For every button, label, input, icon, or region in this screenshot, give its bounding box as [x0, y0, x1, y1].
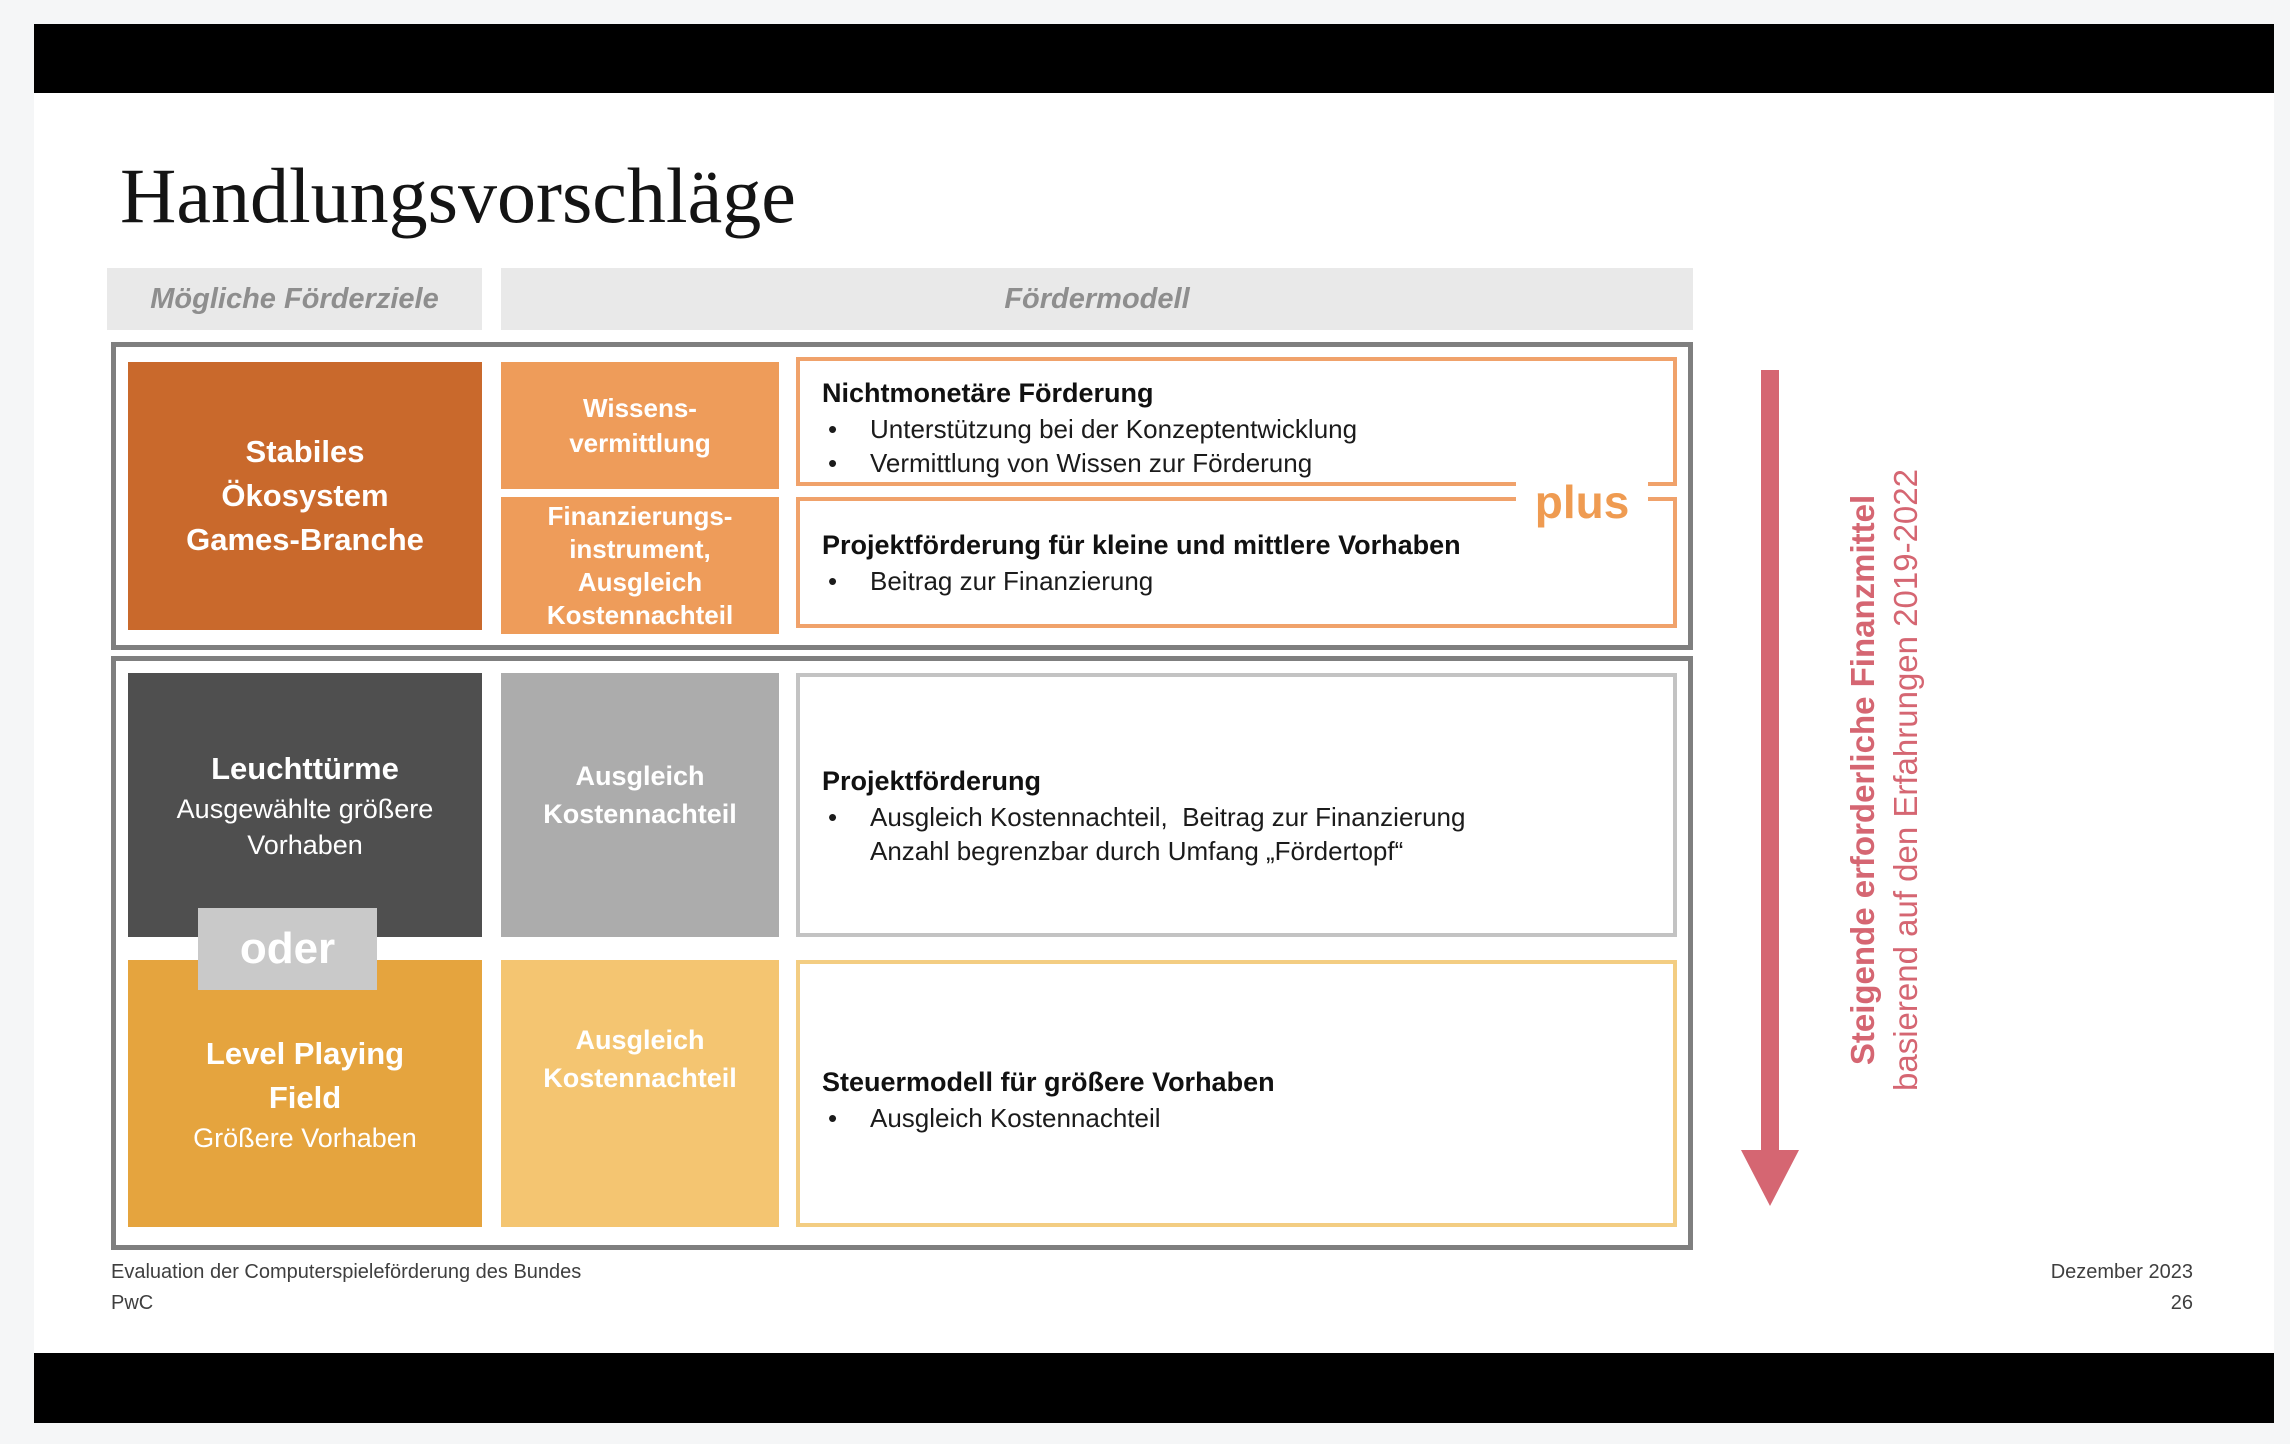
- instrument-box-ausgleich-kostennachteil-yellow: Ausgleich Kostennachteil: [501, 960, 779, 1227]
- instrument-line: instrument,: [569, 533, 711, 564]
- instrument-box-finanzierungsinstrument: Finanzierungs- instrument, Ausgleich Kos…: [501, 497, 779, 634]
- bullet-text: Ausgleich Kostennachteil: [870, 1103, 1161, 1133]
- bullet-icon: •: [828, 802, 838, 832]
- model-box-heading: Steuermodell für größere Vorhaben: [822, 1067, 1275, 1097]
- model-box-projektfoerderung: Projektförderung • Ausgleich Kostennacht…: [796, 673, 1677, 937]
- bullet-icon: •: [828, 448, 838, 478]
- footer-right: Dezember 2023 26: [1893, 1257, 2193, 1319]
- model-box-heading: Nichtmonetäre Förderung: [822, 378, 1154, 408]
- bullet-text: Vermittlung von Wissen zur Förderung: [870, 448, 1313, 478]
- instrument-line: Ausgleich: [575, 1024, 705, 1055]
- side-annotation-line2: basierend auf den Erfahrungen 2019-2022: [1887, 469, 1924, 1091]
- goal-title-line: Field: [268, 1079, 342, 1115]
- bullet-text: Anzahl begrenzbar durch Umfang „Förderto…: [870, 836, 1404, 866]
- side-annotation: Steigende erforderliche Finanzmittel bas…: [1840, 430, 1928, 1130]
- instrument-line: Ausgleich: [577, 566, 703, 597]
- instrument-line: Kostennachteil: [543, 1062, 737, 1093]
- trend-arrow-shaft: [1761, 370, 1779, 1152]
- column-header-foerderziele-label: Mögliche Förderziele: [150, 282, 439, 315]
- goal-subtitle-line: Ausgewählte größere: [176, 794, 434, 824]
- goal-title: Leuchttürme: [211, 751, 399, 786]
- bullet-row: • Beitrag zur Finanzierung: [822, 564, 1653, 598]
- instrument-line: Wissens-: [583, 392, 697, 423]
- goal-box-stabiles-oekosystem: Stabiles Ökosystem Games-Branche: [128, 362, 482, 630]
- bullet-row: • Unterstützung bei der Konzeptentwicklu…: [822, 412, 1653, 446]
- bullet-row: • Vermittlung von Wissen zur Förderung: [822, 446, 1653, 480]
- bullet-icon: •: [828, 414, 838, 444]
- footer-document-title: Evaluation der Computerspieleförderung d…: [111, 1261, 582, 1283]
- goal-title-line: Level Playing: [205, 1035, 405, 1071]
- plus-connector: plus: [1516, 472, 1648, 532]
- footer-date: Dezember 2023: [2050, 1261, 2193, 1283]
- trend-arrow-head: [1741, 1150, 1799, 1206]
- instrument-line: Ausgleich: [575, 761, 705, 791]
- bullet-text: Beitrag zur Finanzierung: [870, 566, 1154, 596]
- goal-box-leuchttuerme: Leuchttürme Ausgewählte größere Vorhaben: [128, 673, 482, 937]
- model-box-heading: Projektförderung: [822, 766, 1042, 796]
- instrument-box-ausgleich-kostennachteil-gray: Ausgleich Kostennachteil: [501, 673, 779, 937]
- bullet-row: • Ausgleich Kostennachteil: [822, 1101, 1653, 1135]
- footer-page-number: 26: [2170, 1292, 2193, 1314]
- side-annotation-line1: Steigende erforderliche Finanzmittel: [1844, 494, 1881, 1066]
- instrument-line: Kostennachteil: [546, 599, 734, 630]
- instrument-line: vermittlung: [569, 427, 711, 458]
- goal-line: Ökosystem: [221, 478, 389, 513]
- instrument-line: Kostennachteil: [543, 799, 737, 829]
- goal-line: Stabiles: [245, 434, 365, 469]
- goal-line: Games-Branche: [186, 522, 424, 557]
- model-box-nichtmonetaere-foerderung: Nichtmonetäre Förderung • Unterstützung …: [796, 357, 1677, 486]
- column-header-foerdermodell: Fördermodell: [501, 268, 1693, 330]
- column-header-foerdermodell-label: Fördermodell: [1004, 282, 1190, 315]
- letterbox-top: [34, 24, 2274, 93]
- footer-brand: PwC: [111, 1292, 154, 1314]
- bullet-text: Unterstützung bei der Konzeptentwicklung: [870, 414, 1358, 444]
- slide-title: Handlungsvorschläge: [120, 152, 796, 239]
- bullet-row: • Ausgleich Kostennachteil, Beitrag zur …: [822, 800, 1653, 834]
- footer-left: Evaluation der Computerspieleförderung d…: [111, 1257, 1011, 1319]
- model-box-steuermodell: Steuermodell für größere Vorhaben • Ausg…: [796, 960, 1677, 1227]
- letterbox-bottom: [34, 1353, 2274, 1423]
- bullet-icon: •: [828, 566, 838, 596]
- oder-connector: oder: [198, 908, 377, 990]
- instrument-box-wissensvermittlung: Wissens- vermittlung: [501, 362, 779, 489]
- bullet-text: Ausgleich Kostennachteil, Beitrag zur Fi…: [870, 802, 1466, 832]
- bullet-icon: •: [828, 1103, 838, 1133]
- goal-box-level-playing-field: Level Playing Field Größere Vorhaben: [128, 960, 482, 1227]
- bullet-continuation-row: Anzahl begrenzbar durch Umfang „Förderto…: [822, 834, 1653, 868]
- instrument-line: Finanzierungs-: [547, 500, 733, 531]
- bullet-indent: [822, 834, 870, 868]
- goal-subtitle: Größere Vorhaben: [193, 1122, 417, 1153]
- goal-subtitle-line: Vorhaben: [247, 830, 363, 860]
- model-box-heading: Projektförderung für kleine und mittlere…: [822, 530, 1461, 560]
- column-header-foerderziele: Mögliche Förderziele: [107, 268, 482, 330]
